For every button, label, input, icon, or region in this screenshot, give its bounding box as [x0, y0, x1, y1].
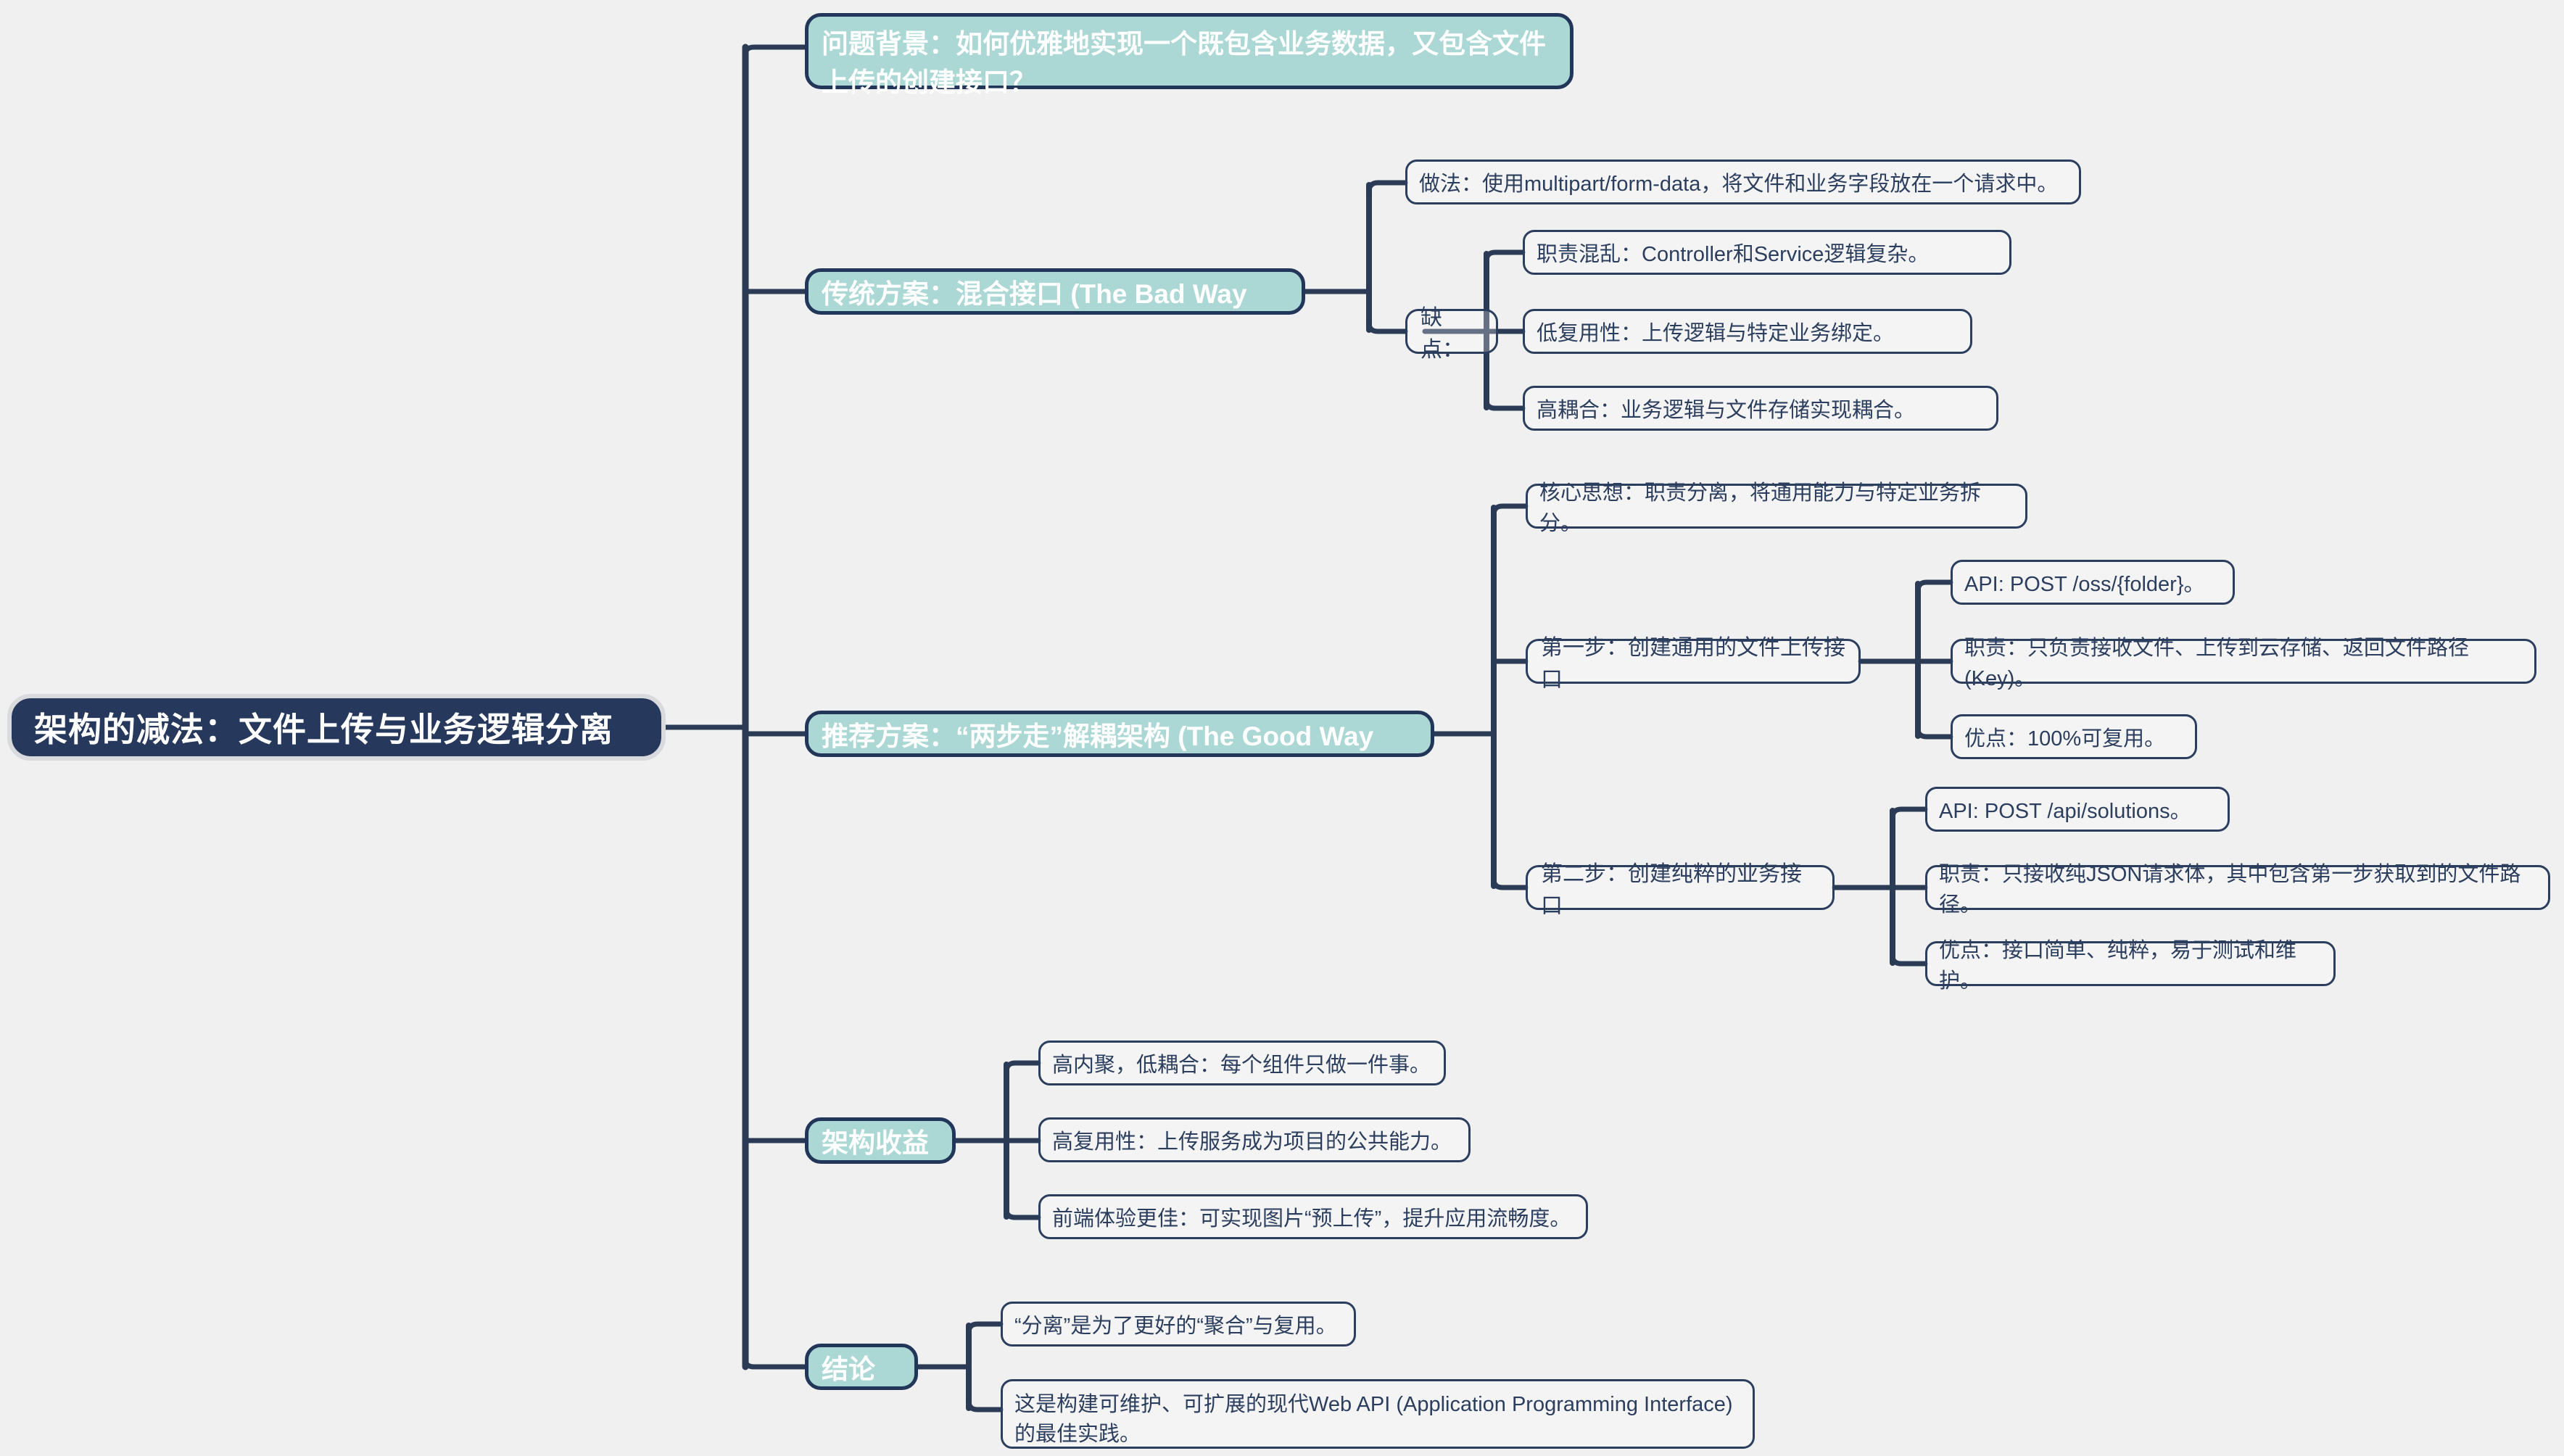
node-label-step2-api: API: POST /api/solutions。	[1939, 800, 2191, 823]
node-label-step2-benefit: 优点：接口简单、纯粹，易于测试和维护。	[1939, 939, 2297, 993]
node-label-drawback-1: 职责混乱：Controller和Service逻辑复杂。	[1537, 243, 1930, 266]
branch-node-problem[interactable]: 问题背景：如何优雅地实现一个既包含业务数据，又包含文件上传的创建接口？	[805, 13, 1573, 97]
node-core-idea[interactable]: 核心思想：职责分离，将通用能力与特定业务拆分。	[1526, 481, 2027, 535]
node-benefit-3[interactable]: 前端体验更佳：可实现图片“预上传”，提升应用流畅度。	[1038, 1194, 1588, 1239]
node-step-1[interactable]: 第一步：创建通用的文件上传接口	[1526, 636, 1861, 692]
node-step2-benefit[interactable]: 优点：接口简单、纯粹，易于测试和维护。	[1925, 939, 2336, 993]
node-benefit-1[interactable]: 高内聚，低耦合：每个组件只做一件事。	[1038, 1041, 1446, 1085]
branch-node-conclusion[interactable]: 结论	[805, 1344, 918, 1390]
branch-label-problem: 问题背景：如何优雅地实现一个既包含业务数据，又包含文件上传的创建接口？	[822, 29, 1546, 97]
node-label-drawbacks: 缺点：	[1420, 306, 1464, 362]
node-label-benefit-3: 前端体验更佳：可实现图片“预上传”，提升应用流畅度。	[1052, 1207, 1571, 1230]
node-label-core-idea: 核心思想：职责分离，将通用能力与特定业务拆分。	[1539, 481, 1982, 535]
branch-label-benefits: 架构收益	[822, 1128, 929, 1158]
node-benefit-2[interactable]: 高复用性：上传服务成为项目的公共能力。	[1038, 1117, 1471, 1162]
node-label-practice: 做法：使用multipart/form-data，将文件和业务字段放在一个请求中…	[1419, 173, 2059, 196]
node-label-conclusion-1: “分离”是为了更好的“聚合”与复用。	[1014, 1315, 1337, 1338]
node-step1-duty[interactable]: 职责：只负责接收文件、上传到云存储、返回文件路径(Key)。	[1951, 637, 2536, 690]
branch-node-benefits[interactable]: 架构收益	[805, 1117, 956, 1164]
node-practice[interactable]: 做法：使用multipart/form-data，将文件和业务字段放在一个请求中…	[1405, 160, 2081, 204]
node-label-step1-duty: 职责：只负责接收文件、上传到云存储、返回文件路径(Key)。	[1964, 637, 2470, 690]
node-label-conclusion-2: 这是构建可维护、可扩展的现代Web API (Application Progr…	[1014, 1393, 1733, 1447]
node-drawbacks[interactable]: 缺点：	[1405, 306, 1498, 362]
node-step1-api[interactable]: API: POST /oss/{folder}。	[1951, 560, 2235, 605]
node-conclusion-1[interactable]: “分离”是为了更好的“聚合”与复用。	[1001, 1302, 1356, 1347]
node-label-step1-benefit: 优点：100%可复用。	[1964, 727, 2166, 750]
node-step2-api[interactable]: API: POST /api/solutions。	[1925, 787, 2230, 832]
branch-label-good-way: 推荐方案：“两步走”解耦架构 (The Good Way	[822, 721, 1374, 751]
branch-label-conclusion: 结论	[822, 1354, 875, 1384]
node-drawback-2[interactable]: 低复用性：上传逻辑与特定业务绑定。	[1523, 309, 1972, 354]
branch-node-good-way[interactable]: 推荐方案：“两步走”解耦架构 (The Good Way	[805, 711, 1434, 757]
root-label: 架构的减法：文件上传与业务逻辑分离	[34, 711, 613, 748]
branch-label-bad-way: 传统方案：混合接口 (The Bad Way	[822, 279, 1247, 309]
node-step2-duty[interactable]: 职责：只接收纯JSON请求体，其中包含第一步获取到的文件路径。	[1925, 863, 2550, 917]
node-label-drawback-3: 高耦合：业务逻辑与文件存储实现耦合。	[1537, 399, 1916, 422]
node-label-step2-duty: 职责：只接收纯JSON请求体，其中包含第一步获取到的文件路径。	[1939, 863, 2521, 917]
node-step-2[interactable]: 第二步：创建纯粹的业务接口	[1526, 862, 1835, 918]
node-drawback-3[interactable]: 高耦合：业务逻辑与文件存储实现耦合。	[1523, 386, 1998, 431]
branch-node-bad-way[interactable]: 传统方案：混合接口 (The Bad Way	[805, 268, 1305, 315]
node-label-drawback-2: 低复用性：上传逻辑与特定业务绑定。	[1537, 322, 1895, 345]
node-drawback-1[interactable]: 职责混乱：Controller和Service逻辑复杂。	[1523, 230, 2011, 275]
node-label-benefit-1: 高内聚，低耦合：每个组件只做一件事。	[1052, 1054, 1431, 1077]
node-label-step-1: 第一步：创建通用的文件上传接口	[1541, 636, 1845, 692]
node-label-step1-api: API: POST /oss/{folder}。	[1964, 573, 2205, 596]
node-label-benefit-2: 高复用性：上传服务成为项目的公共能力。	[1052, 1130, 1452, 1154]
node-conclusion-2[interactable]: 这是构建可维护、可扩展的现代Web API (Application Progr…	[1001, 1379, 1755, 1449]
node-label-step-2: 第二步：创建纯粹的业务接口	[1541, 862, 1802, 918]
root-node[interactable]: 架构的减法：文件上传与业务逻辑分离	[7, 694, 666, 761]
node-step1-benefit[interactable]: 优点：100%可复用。	[1951, 714, 2197, 759]
